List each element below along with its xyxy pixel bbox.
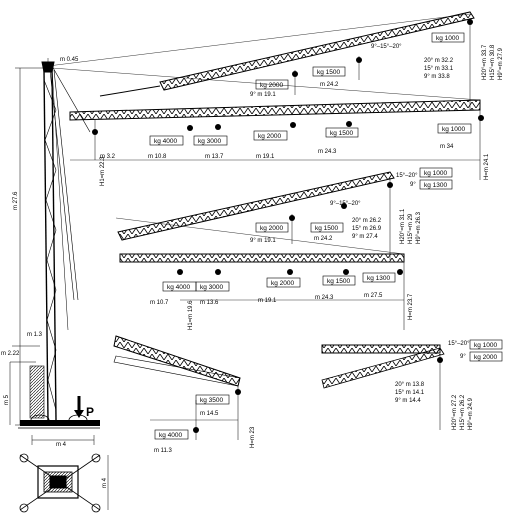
config3-load-1: kg 2000 <box>260 225 284 232</box>
config6-load-1: kg 1000 <box>474 342 498 349</box>
config2-radius-4: m 19.1 <box>256 154 275 160</box>
config3-tip-height-2: H15°=m 29 <box>408 213 414 244</box>
config6-load-2: kg 2000 <box>474 354 498 361</box>
config2-load-3: kg 2000 <box>258 133 282 140</box>
config4-radius-5: m 27.5 <box>364 293 383 299</box>
config4-height-1: H1=m 19.6 <box>188 300 194 330</box>
config1-radius-1: 9° m 19.1 <box>250 92 276 98</box>
tower-top-offset: m 0.45 <box>60 57 79 63</box>
config5-height: H=m 23 <box>250 426 256 448</box>
config3-tip-height-3: H9°=m 26.3 <box>416 211 422 244</box>
hook-icon <box>177 269 403 275</box>
config6-tip-radius-1: 20° m 13.8 <box>395 382 425 388</box>
config2-radius-6: m 34 <box>440 144 454 150</box>
base-plan-view <box>19 453 109 513</box>
config3-tip-radius-1: 20° m 26.2 <box>352 218 382 224</box>
config4-height-2: H=m 23.7 <box>408 293 414 320</box>
jib-config4 <box>115 217 405 330</box>
config3-load-2: kg 1500 <box>315 225 339 232</box>
plan-width: m 4 <box>102 477 108 488</box>
config2-radius-3: m 13.7 <box>205 154 224 160</box>
config3-tip-radius-3: 9° m 27.4 <box>352 234 378 240</box>
tower-height: m 27.6 <box>13 191 19 210</box>
config4-radius-3: m 19.1 <box>258 298 277 304</box>
config2-load-4: kg 1500 <box>330 130 354 137</box>
config6-angle: 15°–20° <box>448 341 470 347</box>
config3-tip-radius-2: 15° m 26.9 <box>352 226 382 232</box>
config2-height-2: H=m 24.1 <box>484 153 490 180</box>
config1-tip-height-3: H9°=m 27.9 <box>498 47 504 80</box>
config3-radius-2: m 24.2 <box>314 236 333 242</box>
hook-icon <box>92 115 484 135</box>
config1-tip-height-2: H15°=m 30.8 <box>490 44 496 80</box>
config6-tip-radius-2: 15° m 14.1 <box>395 390 425 396</box>
config5-radius-1: m 11.3 <box>154 448 173 454</box>
jib-config6 <box>321 344 445 430</box>
config2-load-5: kg 1000 <box>442 126 466 133</box>
config3-tip-height-1: H20°=m 31.1 <box>400 208 406 244</box>
tower-base-width-small: m 2.22 <box>1 351 20 357</box>
tower-base-width: m 4 <box>56 442 67 448</box>
jib-config3 <box>117 171 395 260</box>
config1-load-2: kg 1500 <box>317 69 341 76</box>
jib-config5 <box>113 335 241 440</box>
config2-load-2: kg 3000 <box>198 138 222 145</box>
config4-load-3: kg 2000 <box>271 280 295 287</box>
config3-angle-mid: 9°–15°–20° <box>330 201 361 207</box>
hook-icon <box>193 389 241 433</box>
config1-tip-radius-3: 9° m 33.8 <box>424 74 450 80</box>
config4-load-5: kg 1300 <box>367 275 391 282</box>
config5-load-1: kg 4000 <box>159 432 183 439</box>
hook-icon <box>292 19 473 77</box>
config2-height-1: H1=m 22.3 <box>100 156 106 186</box>
tower-ballast-height: m 5 <box>4 394 10 405</box>
config3-load-tip-2: kg 1300 <box>424 182 448 189</box>
config4-load-4: kg 1500 <box>327 278 351 285</box>
config1-angle: 9°–15°–20° <box>371 44 402 50</box>
config6-tip-height-3: H9°=m 24.9 <box>468 397 474 430</box>
config4-radius-4: m 24.3 <box>315 295 334 301</box>
config2-radius-5: m 24.3 <box>318 149 337 155</box>
config1-radius-2: m 24.2 <box>320 82 339 88</box>
config5-radius-2: m 14.5 <box>200 411 219 417</box>
config6-tip-angle: 9° <box>460 354 466 360</box>
config1-tip-height-1: H20°=m 33.7 <box>482 44 488 80</box>
hook-icon <box>437 357 443 363</box>
config2-load-1: kg 4000 <box>154 138 178 145</box>
config1-tip-radius-1: 20° m 32.2 <box>424 58 454 64</box>
config1-load-1: kg 1000 <box>436 35 460 42</box>
hook-icon <box>289 182 393 221</box>
config2-radius-2: m 10.8 <box>148 154 167 160</box>
jib-config2 <box>51 67 481 180</box>
load-symbol: P <box>86 405 94 419</box>
config4-radius-1: m 10.7 <box>150 300 169 306</box>
config4-load-1: kg 4000 <box>167 284 191 291</box>
config2-radius-1: m 3.2 <box>100 154 116 160</box>
config1-tip-radius-2: 15° m 33.1 <box>424 66 454 72</box>
tower-base-offset: m 1.3 <box>27 332 43 338</box>
config4-load-2: kg 3000 <box>200 284 224 291</box>
config4-radius-2: m 13.6 <box>200 300 219 306</box>
load-arrow-icon <box>74 396 84 418</box>
config3-angle-top: 15°–20° <box>396 173 418 179</box>
config3-load-tip-1: kg 1000 <box>424 170 448 177</box>
config3-radius-1: 9° m 19.1 <box>250 238 276 244</box>
config5-load-2: kg 3500 <box>200 397 224 404</box>
config6-tip-height-2: H15°=m 26.2 <box>460 394 466 430</box>
config6-tip-radius-3: 9° m 14.4 <box>395 398 421 404</box>
tower-mast <box>41 61 91 421</box>
config3-tip-angle: 9° <box>410 182 416 188</box>
config6-tip-height-1: H20°=m 27.2 <box>452 394 458 430</box>
config1-load-3: kg 2000 <box>260 82 284 89</box>
